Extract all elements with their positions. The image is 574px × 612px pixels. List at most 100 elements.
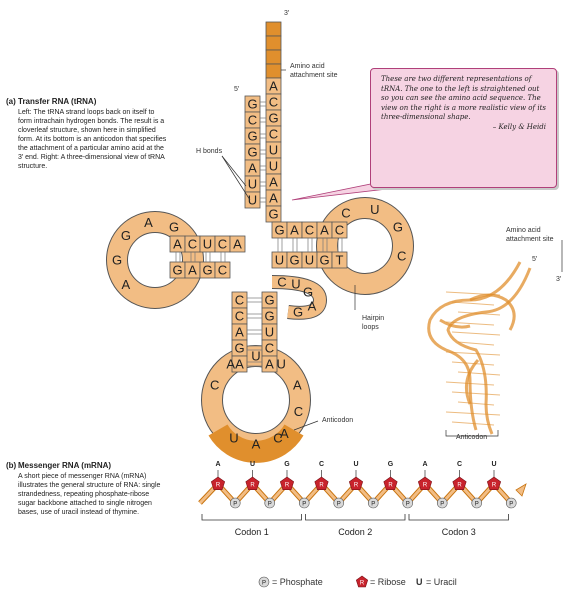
anticodon-stem-left-strand-base: A [235, 357, 244, 372]
t-arm-top-strand-base: A [290, 223, 299, 238]
acceptor-3-prime-strand-base: C [269, 95, 278, 110]
codon-bracket [305, 514, 406, 521]
part-a-description: Left: The tRNA strand loops back on itse… [18, 109, 167, 170]
three-d-rung [445, 351, 501, 356]
phosphate-circle [229, 497, 241, 509]
mrna-base-letter: U [353, 461, 358, 468]
ribose-symbol: R [492, 483, 497, 489]
phosphate-symbol: P [475, 501, 479, 507]
acceptor-3-prime-strand-base: G [268, 111, 278, 126]
three-prime-end-label: 3′ [284, 10, 290, 17]
three-d-rung [451, 331, 501, 336]
anticodon-base: U [229, 431, 238, 446]
acceptor-5-prime-strand-base: C [248, 113, 257, 128]
three-d-backbone-strand [446, 267, 532, 435]
part-a-letter: (a) [6, 97, 16, 106]
three-d-rung [445, 321, 495, 326]
anticodon-stem-left-strand-base: C [235, 293, 244, 308]
anticodon-loop-base: U [251, 349, 260, 364]
d-arm-top-strand-base: A [173, 237, 182, 252]
anticodon-stem-right-strand-base: C [265, 341, 274, 356]
t-arm-top-strand-base: C [335, 223, 344, 238]
anticodon-stem-left-strand-base: G [234, 341, 244, 356]
phosphate-symbol: P [406, 501, 410, 507]
anticodon-stem-right-strand-box [261, 355, 278, 373]
anticodon-loop-base: C [294, 404, 303, 419]
codon-label: Codon 2 [338, 527, 372, 537]
d-arm-bottom-strand-box [214, 261, 231, 279]
codon-label: Codon 3 [442, 527, 476, 537]
three-d-rung [451, 361, 495, 366]
t-loop-base: G [393, 220, 403, 235]
d-arm-top-strand-base: C [188, 237, 197, 252]
d-arm-top-strand-base: U [203, 237, 212, 252]
acceptor-5-prime-strand-base: U [248, 193, 257, 208]
anticodon-loop-base: C [210, 377, 219, 392]
five-prime-end-label: 5′ [234, 86, 240, 93]
three-d-rung [445, 381, 495, 386]
phosphate-circle [505, 497, 517, 509]
anticodon-stem-left-strand-base: C [235, 309, 244, 324]
d-loop-base: G [169, 220, 179, 235]
variable-loop-base: C [277, 275, 286, 290]
three-d-rung [457, 401, 495, 406]
ribose-pentagon [348, 476, 364, 491]
legend-phosphate-symbol: P [262, 581, 266, 587]
h-bonds-label: H bonds [196, 148, 223, 155]
anticodon-stem-right-strand-base: G [264, 293, 274, 308]
ribose-pentagon [314, 476, 329, 491]
three-d-three-prime-label: 3′ [556, 276, 562, 283]
phosphate-circle [402, 497, 414, 509]
three-d-backbone-strand [439, 318, 471, 329]
acceptor-3-prime-strand-base: C [269, 127, 278, 142]
amino-acid-attachment-site-label: Amino acid attachment site [290, 63, 338, 79]
variable-loop-base: A [308, 299, 317, 314]
ribose-pentagon [210, 476, 226, 491]
acceptor-3-prime-strand-base: U [269, 159, 278, 174]
codon-label: Codon 1 [235, 527, 269, 537]
ribose-symbol: R [216, 483, 221, 489]
three-d-anticodon-bracket [445, 430, 499, 437]
phosphate-symbol: P [509, 501, 513, 507]
ribose-pentagon [245, 476, 260, 491]
three-d-five-prime-label: 5′ [532, 256, 538, 263]
mrna-base-letter: G [284, 461, 290, 468]
legend-ribose-symbol: R [360, 581, 365, 587]
ribose-pentagon [486, 476, 502, 491]
acceptor-3-prime-strand-base: G [268, 207, 278, 222]
ribose-symbol: R [388, 483, 393, 489]
variable-loop-ring [271, 276, 327, 319]
d-arm-bottom-strand-base: C [218, 263, 227, 278]
three-d-rung [457, 371, 501, 376]
three-d-rung [457, 341, 495, 346]
part-b-letter: (b) [6, 461, 17, 470]
note-signature: – Kelly & Heidi [492, 122, 546, 131]
phosphate-symbol: P [337, 501, 341, 507]
t-arm-bottom-strand-base: U [275, 253, 284, 268]
ribose-symbol: R [250, 483, 255, 489]
t-arm-top-strand-box [331, 221, 348, 239]
legend-ribose-icon [355, 575, 369, 588]
three-d-rung [445, 411, 501, 416]
acceptor-5-prime-strand-box [244, 191, 261, 209]
phosphate-symbol: P [371, 501, 375, 507]
variable-loop-base: G [303, 285, 313, 300]
mrna-base-letter: C [319, 461, 324, 468]
d-loop-base: A [144, 215, 153, 230]
anticodon-stem-left-strand-box [231, 355, 248, 373]
three-d-backbone-strand [469, 293, 516, 331]
anticodon-highlight [208, 423, 304, 463]
part-a-title: Transfer RNA (tRNA) [18, 97, 97, 106]
acceptor-3-prime-strand-base: A [269, 175, 278, 190]
h-bonds-leader [221, 155, 247, 187]
d-arm-bottom-strand-base: G [172, 263, 182, 278]
ribose-symbol: R [285, 483, 290, 489]
t-arm-top-strand-base: G [274, 223, 284, 238]
acceptor-5-prime-strand-base: G [247, 97, 257, 112]
d-loop-ring [107, 212, 203, 308]
three-d-rung [451, 391, 501, 396]
ribose-symbol: R [354, 483, 359, 489]
phosphate-symbol: P [268, 501, 272, 507]
